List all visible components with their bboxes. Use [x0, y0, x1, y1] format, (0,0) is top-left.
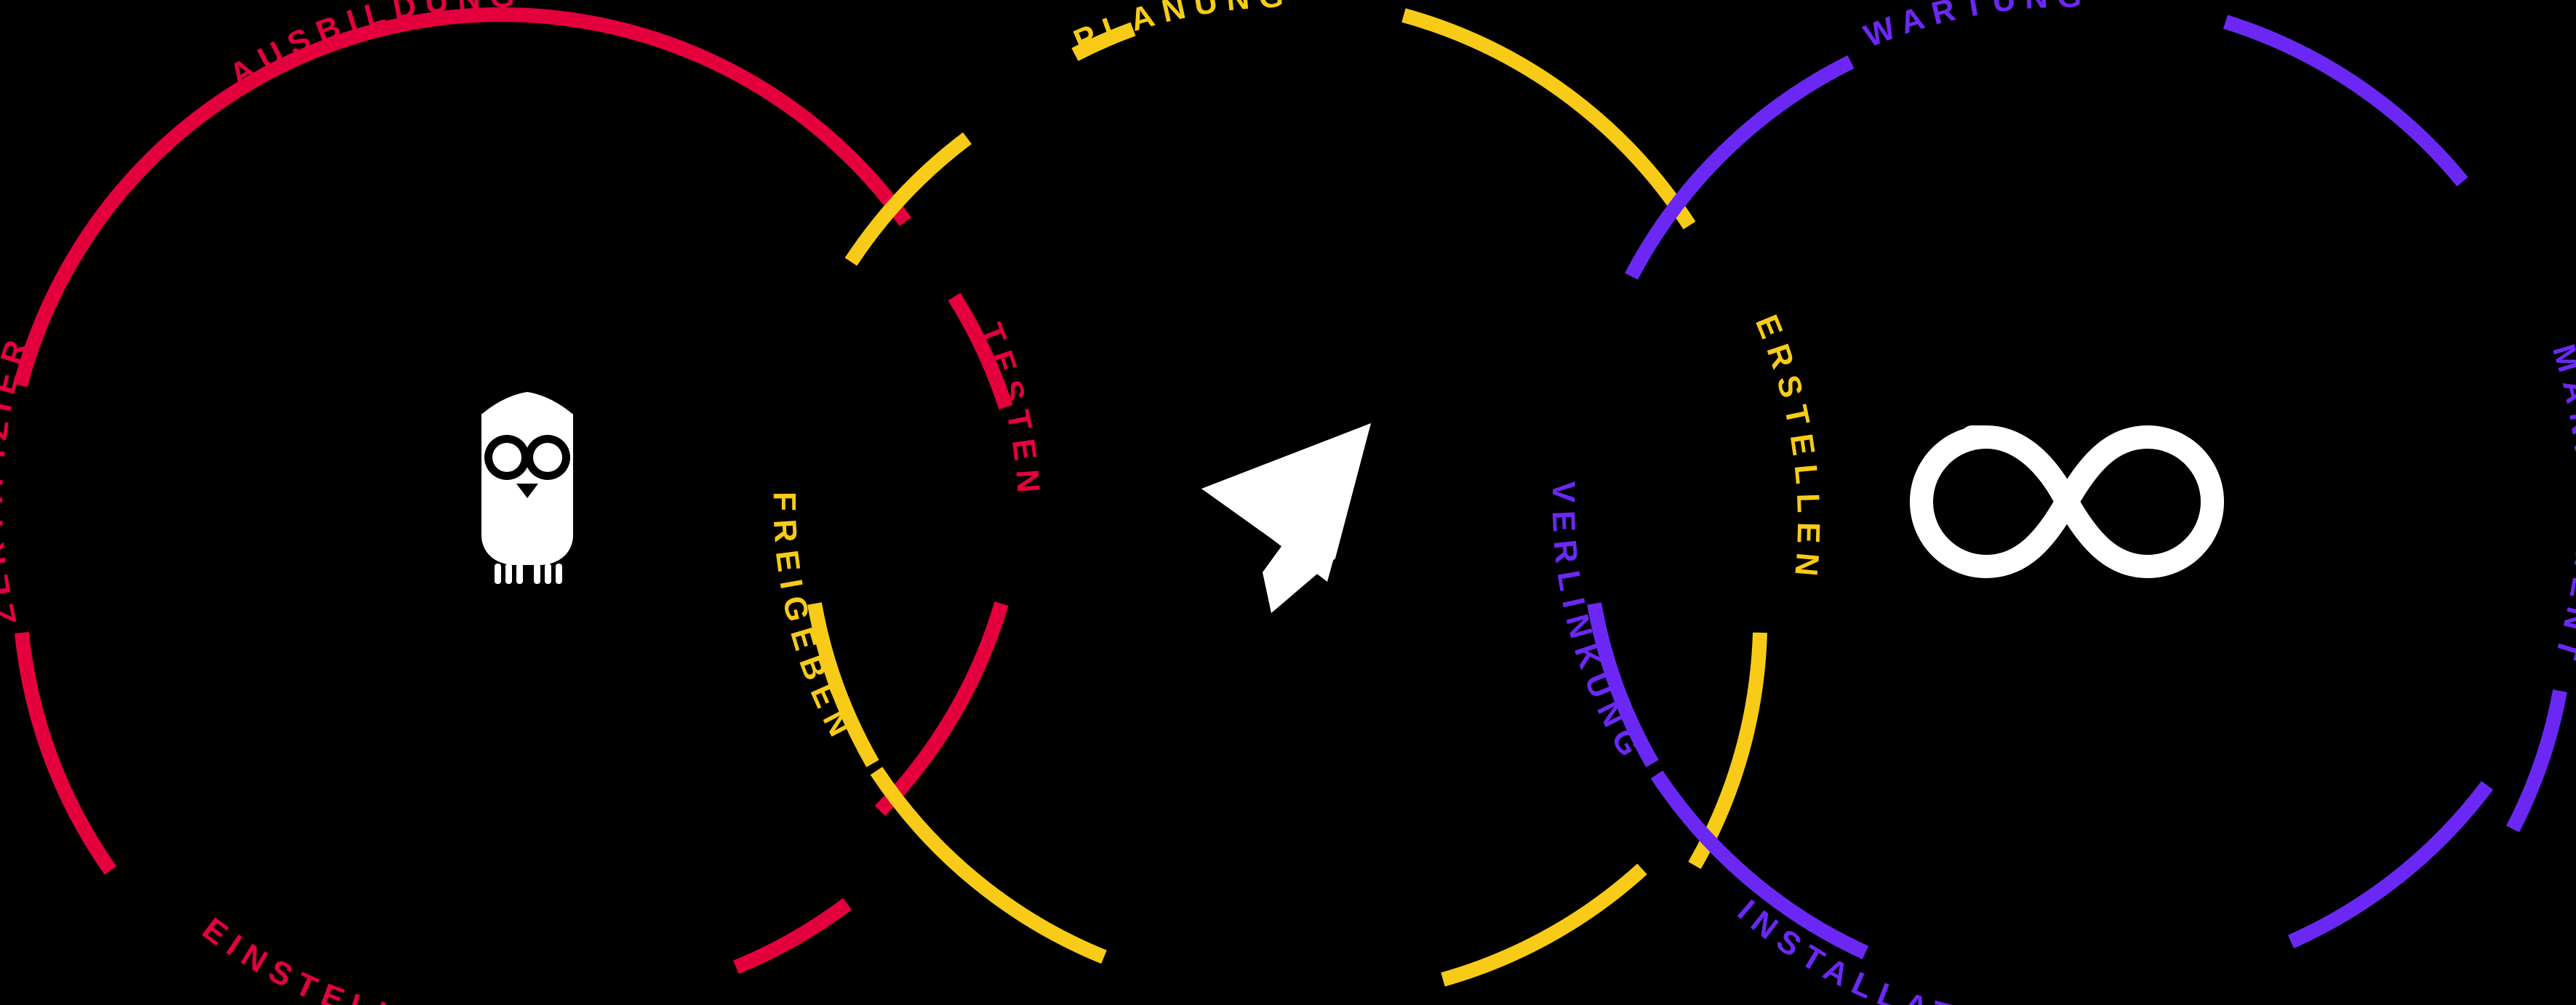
stage-2-arc-bottom-left [870, 766, 1107, 964]
stage-3-arc-left-lower [1587, 602, 1659, 767]
stage-1-ring [13, 7, 1013, 974]
owl-icon [481, 382, 573, 584]
label-management: MANAGEMENT [2545, 340, 2576, 671]
label-testen-red: TESTEN [973, 319, 1047, 502]
stage-3-arc-bottom-left [1650, 770, 1869, 960]
stage-2-arc-top-left [844, 132, 972, 266]
owl-feet [495, 564, 562, 584]
stage-3-arc-top-left [1625, 55, 1855, 280]
stage-2-arc-left-lower [807, 602, 879, 767]
label-zertifizierung: ZERTIFIZIERUNG [0, 0, 38, 628]
stage-2-arc-bottom-right [1441, 863, 1647, 987]
label-testen-yellow: TESTEN [1170, 1000, 1350, 1005]
stage-1-arc-right-upper [948, 292, 1013, 410]
label-planung: PLANUNG [1068, 0, 1292, 59]
paper-plane-icon [1201, 423, 1371, 613]
stage-3-arc-top-right [2223, 15, 2468, 187]
infinity-icon [1909, 425, 2225, 579]
stage-1-arc-bottom-left [15, 632, 117, 875]
owl-left-eye-pupil [492, 443, 521, 472]
label-wartung: WARTUNG [1859, 0, 2090, 55]
stage-3-arc-right-lower [2506, 689, 2567, 833]
stage-3-ring [1587, 15, 2567, 960]
stage-1-arc-bottom-right [733, 898, 852, 974]
stage-3-arc-bottom-right [2287, 780, 2493, 949]
stage-2-arc-top-right [1401, 8, 1696, 230]
owl-right-eye-pupil [533, 443, 562, 472]
stage-1-arc-right-lower [874, 601, 1009, 816]
stage-1-arc-top-left [13, 7, 912, 388]
label-einstellungen: EINSTELLUNGEN [196, 911, 560, 1005]
owl-beak [516, 484, 538, 498]
label-erstellen: ERSTELLEN [1748, 310, 1826, 586]
stage-2-arc-top [1071, 22, 1136, 61]
label-freigeben: FREIGEBEN [767, 492, 862, 750]
